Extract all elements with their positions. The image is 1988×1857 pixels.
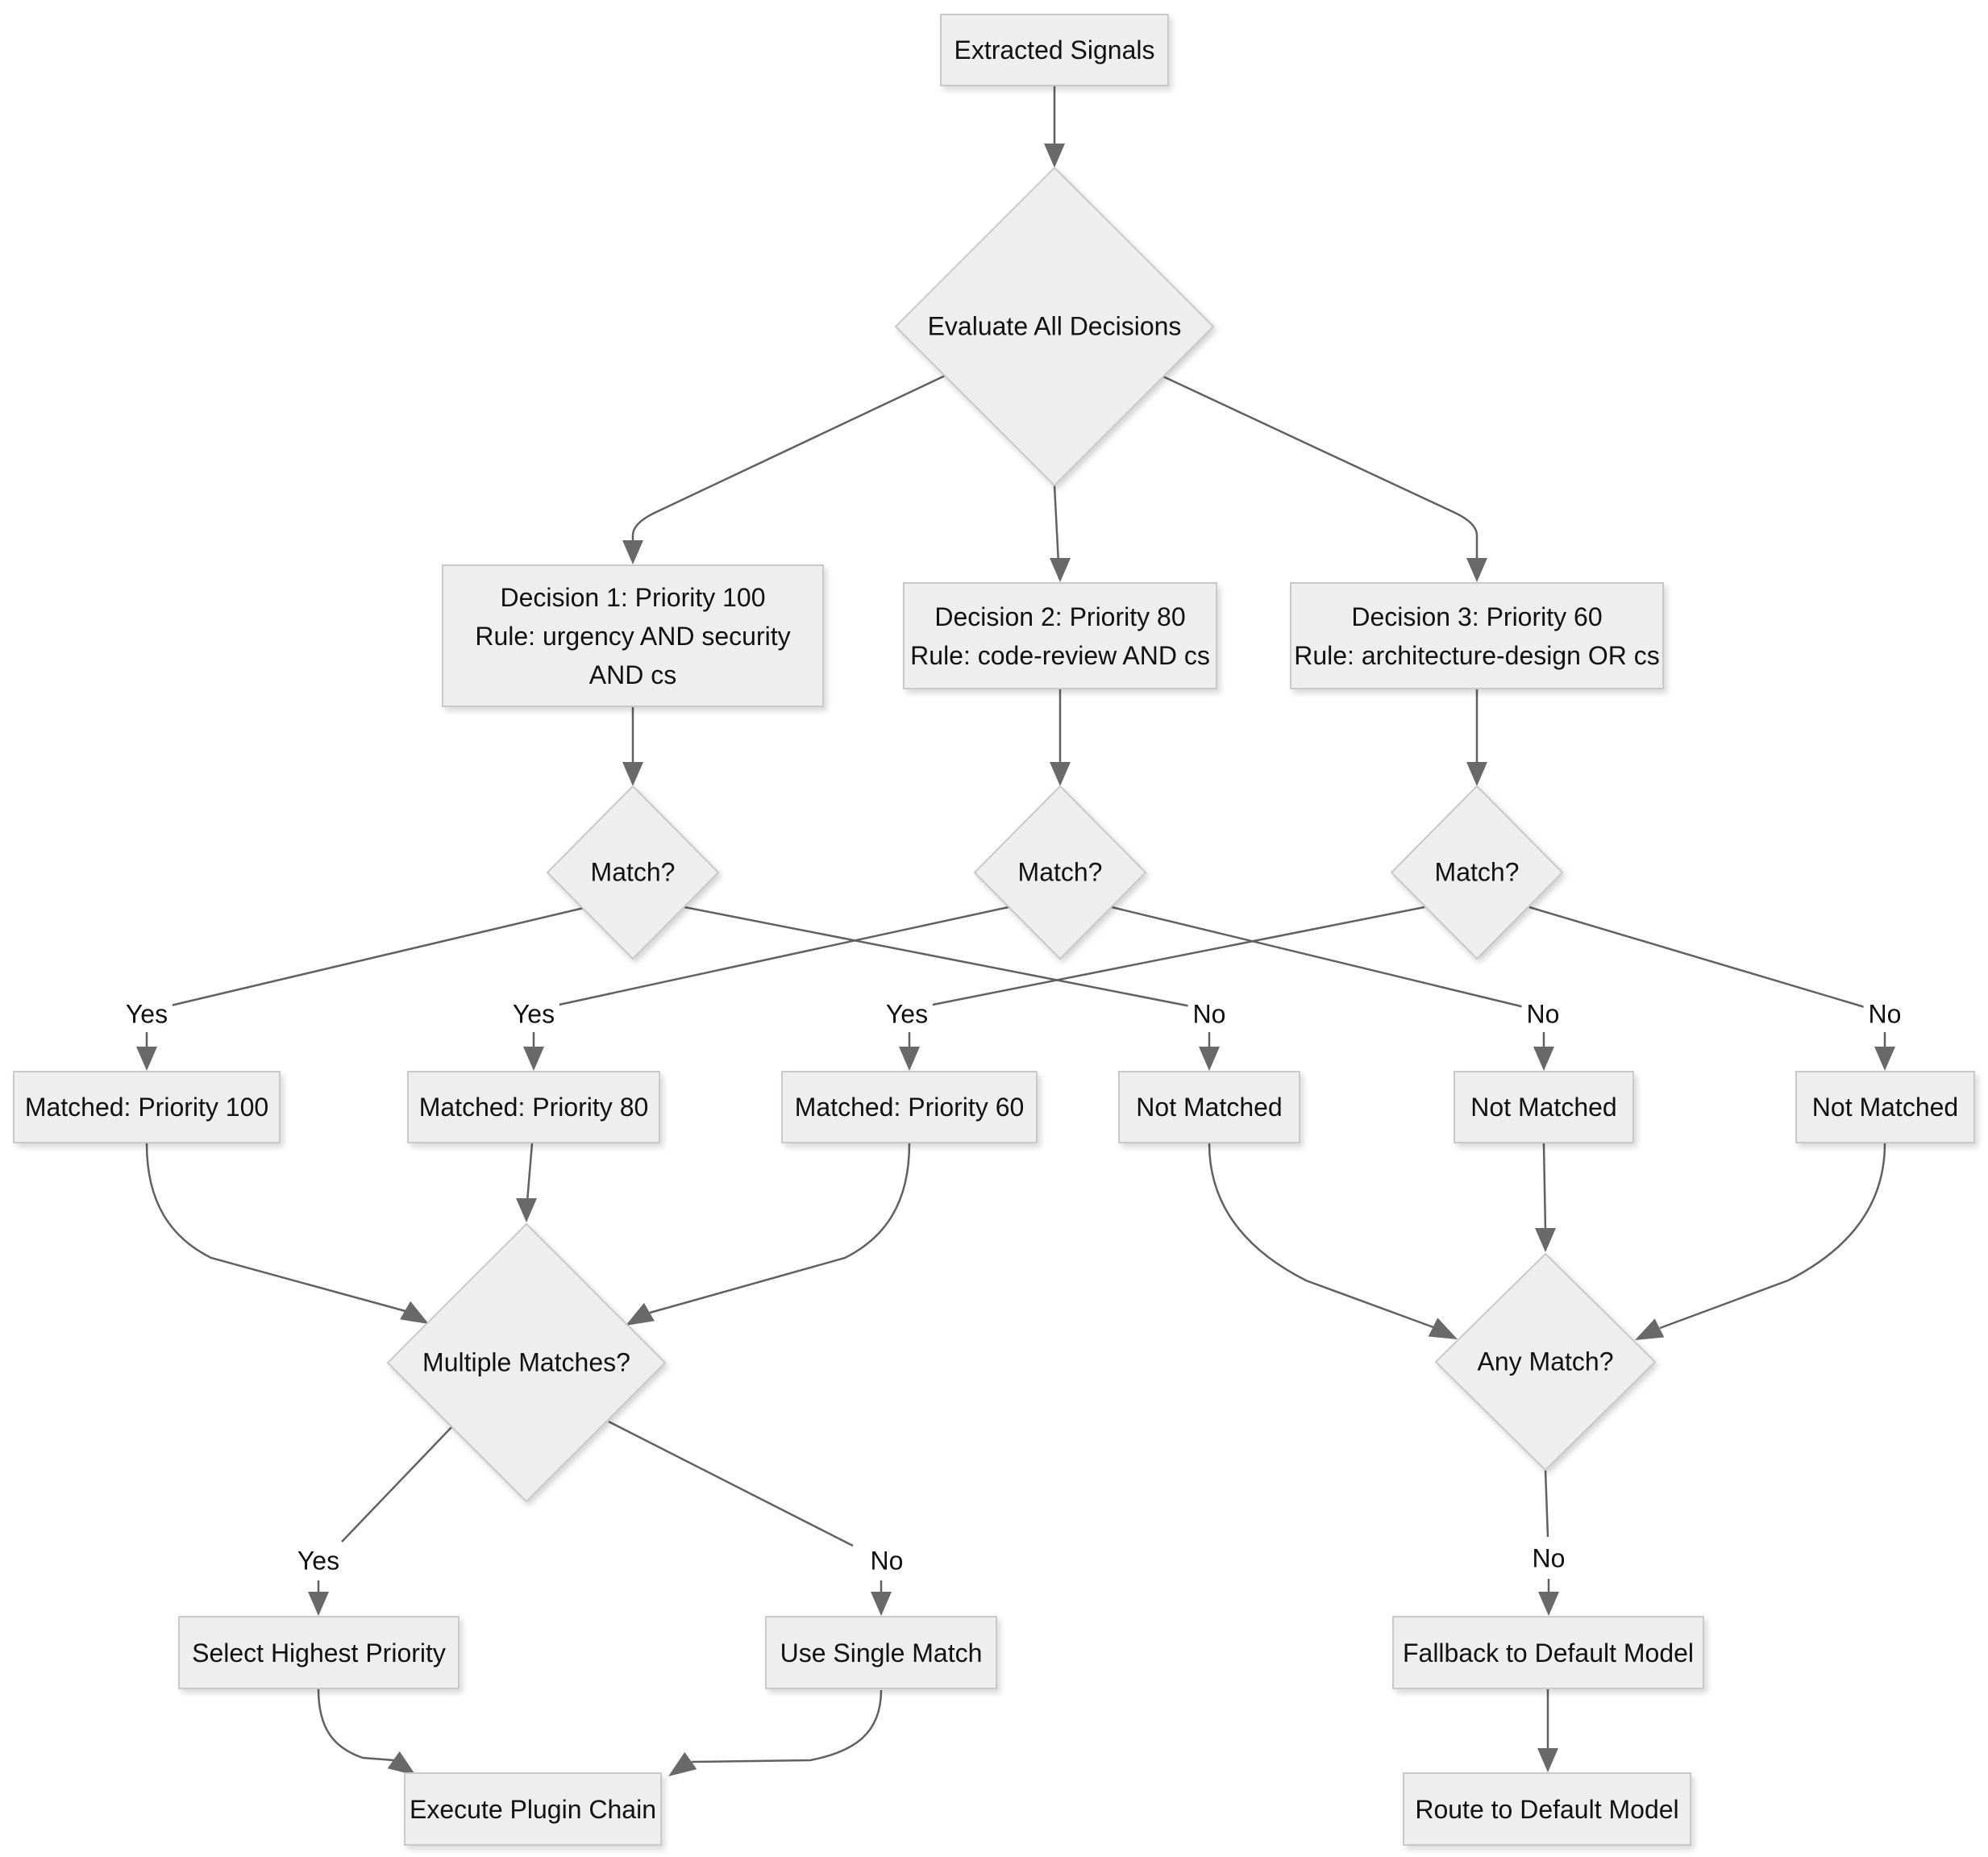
arrowhead bbox=[1428, 1318, 1458, 1339]
edge-evaluate-to-decision3 bbox=[1162, 375, 1479, 579]
arrowhead bbox=[668, 1751, 697, 1776]
edge-label-multiple-yes: Yes bbox=[292, 1546, 345, 1576]
node-decision-2: Decision 2: Priority 80 Rule: code-revie… bbox=[903, 582, 1217, 689]
edge-match1-yes-diagonal bbox=[170, 906, 584, 1007]
edge-matched60-to-multiple bbox=[649, 1143, 911, 1314]
node-match1-label: Match? bbox=[590, 857, 676, 887]
edge-label-anymatch-no: No bbox=[1527, 1543, 1570, 1574]
multiple-matches-diamond-shape bbox=[386, 1222, 667, 1503]
arrowhead bbox=[523, 1047, 544, 1071]
edge-match1-no-diagonal bbox=[684, 906, 1192, 1008]
edge-label-match2-yes: Yes bbox=[507, 999, 560, 1030]
edge-notmatched3-to-anymatch bbox=[1659, 1143, 1886, 1330]
arrowhead bbox=[400, 1301, 429, 1324]
node-decision-3: Decision 3: Priority 60 Rule: architectu… bbox=[1290, 582, 1664, 689]
edge-notmatched1-to-anymatch bbox=[1208, 1143, 1434, 1329]
node-not-matched-2: Not Matched bbox=[1454, 1071, 1634, 1143]
arrowhead bbox=[1537, 1748, 1558, 1772]
arrowhead bbox=[1535, 1228, 1556, 1252]
diamond-shapes bbox=[386, 166, 1657, 1503]
edge-evaluate-to-decision1 bbox=[631, 374, 946, 561]
arrowhead bbox=[871, 1592, 892, 1616]
node-use-single-match: Use Single Match bbox=[765, 1616, 997, 1689]
edge-label-match2-no: No bbox=[1521, 999, 1565, 1030]
arrowhead bbox=[622, 540, 643, 564]
evaluate-diamond-shape bbox=[894, 166, 1215, 487]
edge-match2-no-diagonal bbox=[1111, 906, 1528, 1010]
edge-matched100-to-multiple bbox=[145, 1143, 406, 1313]
arrowhead bbox=[1044, 144, 1065, 168]
node-matched-priority-100: Matched: Priority 100 bbox=[13, 1071, 281, 1143]
arrowhead bbox=[1466, 558, 1487, 582]
arrowhead bbox=[1050, 762, 1071, 786]
edge-match2-yes-diagonal bbox=[555, 906, 1009, 1007]
edge-multiple-no-diagonal bbox=[608, 1420, 854, 1547]
arrowhead bbox=[516, 1198, 537, 1222]
edge-label-match3-no: No bbox=[1863, 999, 1907, 1030]
edge-match3-yes-diagonal bbox=[928, 906, 1425, 1007]
arrowhead bbox=[136, 1047, 157, 1071]
arrowhead bbox=[1533, 1047, 1554, 1071]
node-route-to-default-model: Route to Default Model bbox=[1403, 1772, 1691, 1846]
node-not-matched-1: Not Matched bbox=[1118, 1071, 1300, 1143]
arrowhead bbox=[1874, 1047, 1895, 1071]
edge-label-match1-yes: Yes bbox=[120, 999, 173, 1030]
node-multiple-matches-label: Multiple Matches? bbox=[422, 1347, 630, 1377]
edge-usesingle-to-execute bbox=[691, 1689, 883, 1763]
edge-matched80-to-multiple bbox=[526, 1143, 534, 1202]
arrowhead bbox=[1050, 558, 1071, 582]
match2-diamond-shape bbox=[973, 785, 1147, 960]
edge-lines bbox=[145, 86, 1886, 1763]
edge-anymatch-no-upper bbox=[1544, 1469, 1549, 1538]
node-select-highest-priority: Select Highest Priority bbox=[178, 1616, 460, 1689]
arrowhead bbox=[1635, 1318, 1665, 1340]
edge-label-match1-no: No bbox=[1187, 999, 1231, 1030]
edge-label-multiple-no: No bbox=[865, 1546, 909, 1576]
edge-label-match3-yes: Yes bbox=[880, 999, 934, 1030]
node-fallback-to-default-model: Fallback to Default Model bbox=[1392, 1616, 1704, 1689]
match1-diamond-shape bbox=[546, 785, 720, 960]
node-matched-priority-80: Matched: Priority 80 bbox=[407, 1071, 660, 1143]
node-match3-label: Match? bbox=[1434, 857, 1520, 887]
node-any-match-label: Any Match? bbox=[1477, 1347, 1614, 1376]
arrowhead bbox=[622, 762, 643, 786]
arrowhead bbox=[1466, 762, 1487, 786]
edge-match3-no-diagonal bbox=[1528, 906, 1865, 1009]
node-matched-priority-60: Matched: Priority 60 bbox=[781, 1071, 1038, 1143]
arrowhead bbox=[899, 1047, 920, 1071]
node-execute-plugin-chain: Execute Plugin Chain bbox=[404, 1772, 662, 1846]
arrowhead bbox=[308, 1592, 329, 1616]
any-match-diamond-shape bbox=[1434, 1252, 1657, 1472]
node-decision-1: Decision 1: Priority 100 Rule: urgency A… bbox=[442, 564, 824, 707]
arrowhead bbox=[626, 1302, 655, 1326]
match3-diamond-shape bbox=[1390, 785, 1564, 960]
node-evaluate-all-decisions-label: Evaluate All Decisions bbox=[927, 311, 1182, 341]
edge-multiple-yes-diagonal bbox=[341, 1426, 452, 1543]
arrowhead bbox=[1538, 1592, 1559, 1616]
arrowhead bbox=[387, 1751, 416, 1776]
node-match2-label: Match? bbox=[1017, 857, 1103, 887]
edge-notmatched2-to-anymatch bbox=[1542, 1143, 1547, 1231]
node-not-matched-3: Not Matched bbox=[1795, 1071, 1975, 1143]
arrowhead bbox=[1199, 1047, 1220, 1071]
edge-select-to-execute bbox=[317, 1688, 395, 1762]
node-extracted-signals: Extracted Signals bbox=[940, 14, 1169, 86]
arrowheads bbox=[136, 144, 1895, 1776]
